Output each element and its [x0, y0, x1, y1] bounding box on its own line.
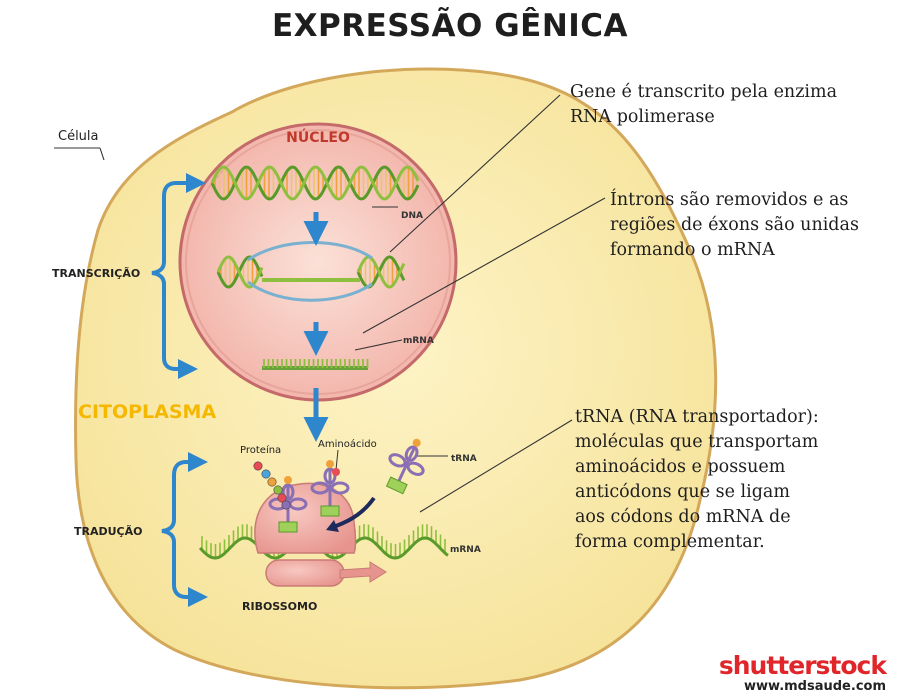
watermark-url: www.mdsaude.com: [744, 679, 886, 694]
translation-label: TRADUÇÃO: [74, 525, 143, 538]
ribosome-label: RIBOSSOMO: [242, 600, 317, 613]
transcription-note-line: RNA polimerase: [570, 107, 715, 127]
translation-bracket: [161, 452, 208, 607]
transcription-label: TRANSCRIÇÃO: [52, 267, 140, 280]
mrna-cytoplasm-label: mRNA: [450, 545, 481, 555]
trna-molecules: [268, 438, 425, 533]
amino-acid-pointer: [335, 449, 339, 471]
nucleus-label: NÚCLEO: [286, 128, 350, 146]
amino-acid-bead: [332, 468, 340, 476]
mrna-nucleus-label: mRNA: [403, 336, 434, 346]
watermark: shutterstock www.mdsaude.com: [718, 651, 887, 694]
transcription-note: Gene é transcrito pela enzima RNA polime…: [570, 80, 837, 130]
trna-label: tRNA: [451, 454, 477, 464]
leader-lines: [54, 94, 606, 513]
dna-unwinding-transcription: [216, 255, 406, 289]
cytoplasm-label: CITOPLASMA: [78, 401, 216, 423]
trna-note-line: forma complementar.: [575, 532, 765, 552]
trna-entry-arrow: [326, 496, 376, 532]
cell-label: Célula: [58, 129, 99, 144]
trna-note-line: aminoácidos e possuem: [575, 457, 786, 477]
introns-note-line: regiões de éxons são unidas: [610, 215, 859, 235]
dna-label: DNA: [401, 211, 423, 221]
introns-note: Íntrons são removidos e as regiões de éx…: [610, 188, 859, 263]
trna-note: tRNA (RNA transportador): moléculas que …: [575, 405, 819, 555]
page-title: EXPRESSÃO GÊNICA: [271, 8, 629, 44]
introns-note-line: Íntrons são removidos e as: [610, 190, 849, 210]
transcription-note-line: Gene é transcrito pela enzima: [570, 82, 838, 102]
mrna-strand-nucleus: [262, 359, 369, 370]
watermark-logo: shutterstock: [718, 651, 887, 680]
trna-note-line: anticódons que se ligam: [575, 482, 790, 502]
trna-note-line: tRNA (RNA transportador):: [575, 407, 819, 427]
dna-double-helix: [210, 165, 420, 201]
protein-chain: [253, 461, 291, 510]
trna-note-line: aos códons do mRNA de: [575, 507, 791, 527]
transcription-bracket: [151, 173, 206, 379]
protein-label: Proteína: [240, 444, 281, 456]
introns-note-line: formando o mRNA: [610, 240, 775, 260]
amino-acid-label: Aminoácido: [318, 438, 377, 450]
trna-note-line: moléculas que transportam: [575, 432, 819, 452]
